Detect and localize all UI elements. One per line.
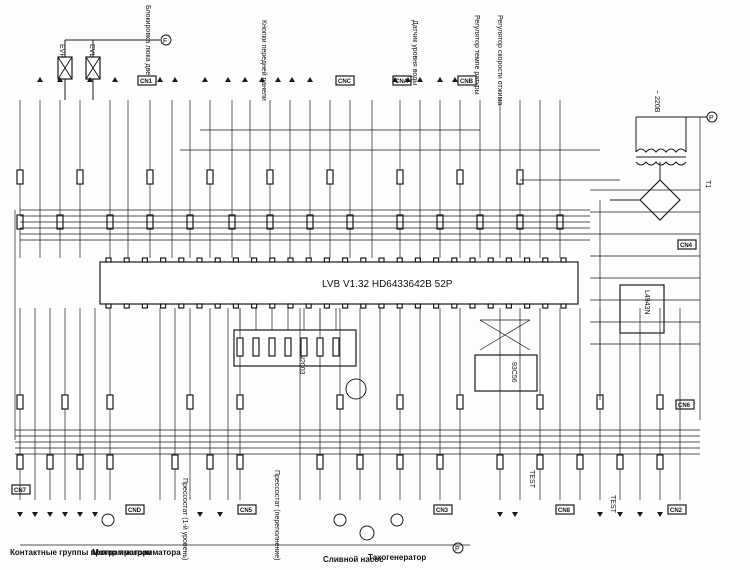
cn4-label: CN4 [680, 243, 693, 249]
uln2003-label: ULN2003 [298, 345, 305, 375]
connector-cn7: CN7 [11, 484, 31, 495]
cn2-label: CN2 [670, 508, 683, 514]
pressostat-overflow-label: Прессостат (переполнение) [273, 470, 280, 560]
cnb-label: CNB [460, 79, 474, 85]
level-sensor-label: Датчик уровня воды [411, 20, 418, 85]
connector-cn2: CN2 [667, 504, 687, 515]
tacho-symbol [390, 513, 404, 527]
cna-label: CNA [395, 79, 409, 85]
tachogenerator-label: Тахогенератор [368, 553, 426, 562]
terminal-p-top: P [709, 115, 714, 122]
main-microcontroller: LVB V1.32 HD6433642B 52P [99, 257, 579, 309]
door-lock-label: Блокировка люка двери [144, 5, 151, 83]
cn5-label: CN5 [240, 508, 253, 514]
cn1-label: CN1 [140, 79, 153, 85]
connector-cnb: CNB [457, 75, 477, 86]
cnc-label: CNC [338, 79, 352, 85]
ic-93c56: 93C56 [474, 354, 538, 392]
programmer-motor-label: Мотор программатора [92, 548, 181, 557]
pressostat-level1-label: Прессостат (1-й уровень) [181, 478, 189, 560]
transformer-name: T1 [704, 180, 711, 188]
temp-regulator-label: Регулятор темпе ратуры [473, 15, 480, 95]
speed-regulator-label: Регулятор скорости отжима [496, 15, 503, 105]
programmer-contacts-label: Контактные группы программатора [10, 548, 153, 557]
motor-m-symbol [359, 525, 375, 541]
connector-cn5: CN5 [237, 504, 257, 515]
buttons-label: Кнопки передней панели [260, 20, 268, 101]
ic-l4943n: L4943N [619, 284, 665, 334]
programmer-motor-symbol [101, 513, 115, 527]
evl-label: EVL [88, 44, 95, 57]
wires [14, 77, 701, 546]
terminal-p-label: P [455, 546, 460, 553]
mcu-label: LVB V1.32 HD6433642B 52P [322, 279, 453, 290]
connector-cnc: CNC [335, 75, 355, 86]
connector-cnd: CND [125, 504, 145, 515]
connector-cn3: CN3 [433, 504, 453, 515]
test-label-2: TEST [609, 495, 616, 514]
l4943n-label: L4943N [643, 290, 650, 315]
connector-cn8: CN8 [555, 504, 575, 515]
cn8-label: CN8 [558, 508, 571, 514]
valve-block: EVP EVL [57, 39, 160, 100]
test-label-1: TEST [528, 470, 535, 489]
connector-cn1: CN1 [137, 75, 157, 86]
transformer: T1 ~ 220B P [610, 90, 718, 221]
terminal-p-bottom: P [452, 542, 464, 554]
terminal-f-label: F [163, 38, 167, 45]
terminal-f: F [160, 34, 172, 46]
drain-pump-label: Сливной насос [323, 555, 384, 564]
cnd-label: CND [128, 508, 142, 514]
connector-cn6: CN6 [675, 399, 695, 410]
transistor-q [345, 378, 367, 400]
evp-label: EVP [58, 44, 65, 58]
cn3-label: CN3 [436, 508, 449, 514]
drain-pump-symbol [333, 513, 347, 527]
connector-cn4: CN4 [677, 239, 697, 250]
93c56-label: 93C56 [510, 362, 517, 383]
cn6-label: CN6 [678, 403, 691, 409]
supply-label: ~ 220B [653, 90, 660, 113]
